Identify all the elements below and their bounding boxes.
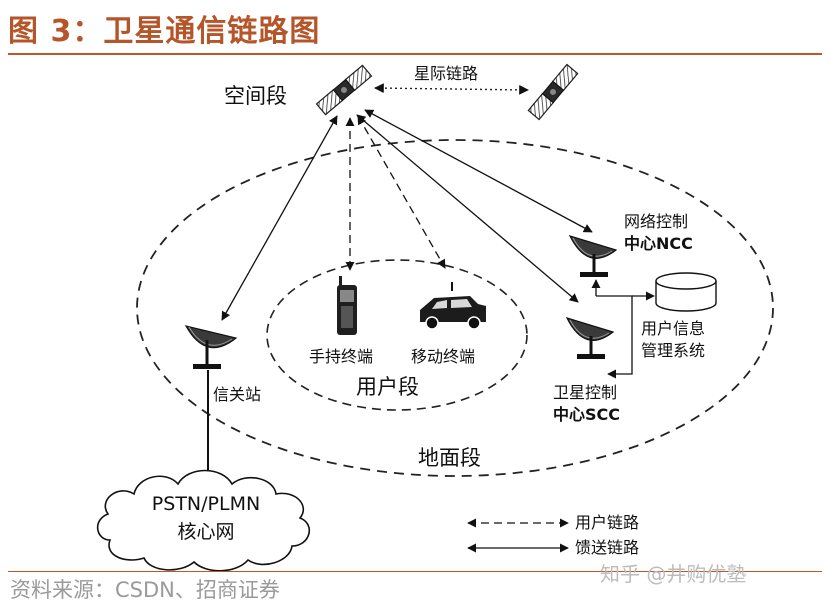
satellite-1-icon	[315, 64, 373, 116]
user-info-label-line1: 用户信息	[641, 319, 705, 338]
core-network-cloud	[96, 469, 311, 572]
user-link-mobile	[357, 115, 446, 269]
figure-title: 图 3：卫星通信链路图	[8, 14, 321, 49]
legend-feeder-link-label: 馈送链路	[575, 538, 639, 557]
ground-segment-boundary	[136, 139, 774, 477]
source-note: 资料来源：CSDN、招商证券	[10, 578, 280, 602]
feeder-link-scc	[356, 114, 579, 303]
scc-label-line2: 中心SCC	[553, 405, 620, 424]
gateway-dish-icon	[184, 325, 238, 369]
ground-segment-label: 地面段	[418, 446, 481, 470]
handheld-terminal-label: 手持终端	[309, 347, 373, 366]
core-network-label-line2: 核心网	[177, 521, 234, 543]
ncc-dish-icon	[568, 235, 618, 277]
footer-divider	[8, 571, 822, 572]
legend-user-link-label: 用户链路	[575, 513, 639, 532]
mobile-terminal-icon	[420, 282, 486, 330]
user-info-label-line2: 管理系统	[641, 341, 705, 360]
scc-label-line1: 卫星控制	[553, 383, 617, 402]
feeder-link-ncc	[364, 109, 593, 233]
satellite-2-icon	[527, 63, 579, 121]
core-network-label-line1: PSTN/PLMN	[152, 493, 260, 515]
user-segment-boundary	[266, 259, 528, 411]
ncc-label-line2: 中心NCC	[624, 234, 693, 253]
db-connector	[596, 295, 633, 375]
ncc-label-line1: 网络控制	[624, 212, 688, 231]
title-divider	[8, 53, 822, 55]
inter-satellite-link-label: 星际链路	[414, 64, 478, 83]
user-segment-label: 用户段	[356, 375, 419, 399]
mobile-terminal-label: 移动终端	[411, 347, 475, 366]
handheld-terminal-icon	[337, 276, 357, 335]
feeder-link-gateway	[221, 115, 338, 321]
gateway-label: 信关站	[213, 385, 261, 404]
inter-satellite-link	[374, 83, 529, 95]
scc-dish-icon	[565, 317, 615, 359]
user-info-database-icon	[655, 272, 717, 312]
space-segment-label: 空间段	[224, 84, 287, 108]
watermark: 知乎 @井购优塾	[600, 562, 747, 586]
